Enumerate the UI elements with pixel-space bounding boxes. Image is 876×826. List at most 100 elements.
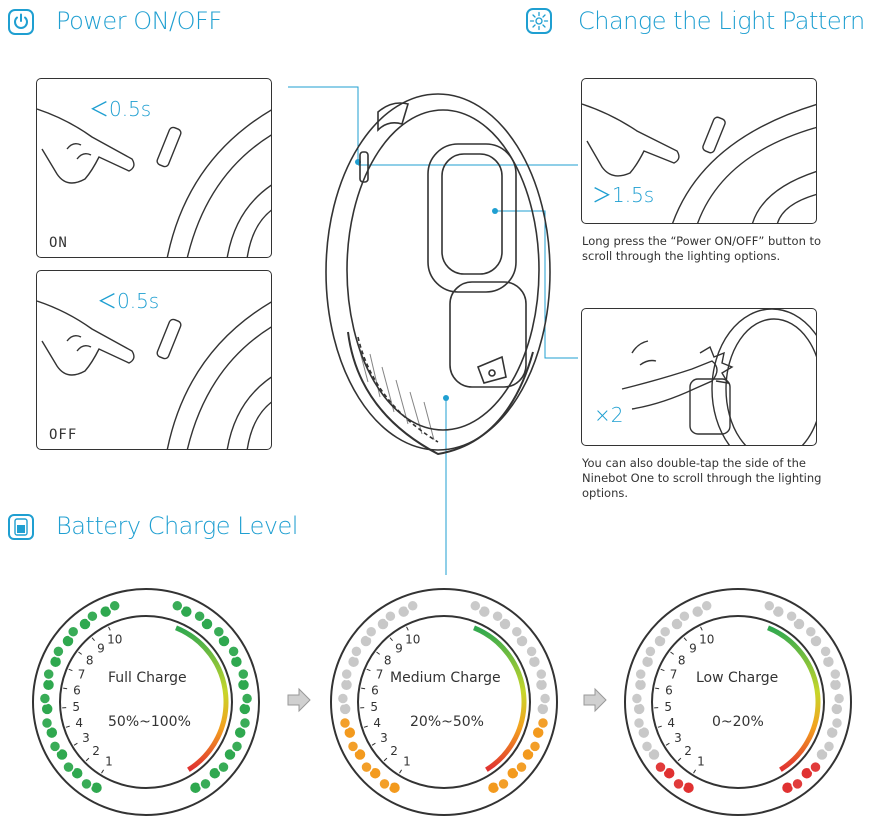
battery-led	[361, 762, 372, 773]
scale-number: 2	[390, 744, 398, 758]
scale-number: 5	[72, 700, 80, 714]
battery-led	[820, 646, 831, 657]
battery-led	[341, 679, 353, 691]
battery-led	[530, 741, 541, 752]
scale-number: 8	[86, 653, 94, 667]
scale-number: 7	[670, 668, 678, 682]
battery-led	[764, 600, 775, 611]
arrow-right-icon	[582, 687, 608, 713]
battery-led	[337, 693, 348, 704]
battery-led	[348, 741, 359, 752]
battery-led	[805, 626, 816, 637]
dial-name: Full Charge	[108, 670, 187, 686]
battery-led	[655, 762, 666, 773]
battery-led	[68, 626, 79, 637]
scale-number: 4	[667, 716, 675, 730]
battery-led	[540, 693, 551, 704]
battery-led	[792, 778, 803, 789]
battery-led	[832, 718, 843, 729]
battery-led	[341, 669, 352, 680]
dial-name: Low Charge	[696, 670, 778, 686]
battery-led	[810, 762, 821, 773]
hand-press-illustration	[37, 79, 272, 258]
battery-led	[63, 762, 74, 773]
battery-led	[498, 778, 509, 789]
press-duration: ＜0.5s	[97, 285, 159, 314]
battery-led	[645, 646, 656, 657]
scale-tick	[63, 688, 67, 689]
battery-led	[109, 600, 120, 611]
double-tap-caption: You can also double-tap the side of the …	[582, 456, 844, 501]
battery-led	[87, 611, 98, 622]
battery-led	[53, 646, 64, 657]
dial-range: 50%~100%	[108, 714, 191, 730]
battery-led	[538, 718, 549, 729]
battery-led	[240, 718, 251, 729]
battery-led	[470, 600, 481, 611]
battery-led	[822, 656, 834, 668]
battery-led	[340, 718, 351, 729]
battery-led	[39, 693, 50, 704]
scale-number: 1	[697, 754, 705, 768]
long-press-caption: Long press the “Power ON/OFF” button to …	[582, 234, 852, 264]
battery-led	[348, 656, 360, 668]
scale-number: 10	[405, 632, 420, 646]
battery-led	[194, 611, 205, 622]
battery-led	[172, 600, 183, 611]
battery-led	[631, 693, 642, 704]
battery-led	[385, 611, 396, 622]
scale-number: 5	[370, 700, 378, 714]
double-tap-panel: ×2	[581, 308, 817, 446]
scale-number: 6	[371, 683, 379, 697]
battery-led	[834, 693, 845, 704]
long-press-panel: ＞1.5s	[581, 78, 817, 224]
battery-led	[50, 741, 61, 752]
dial-name: Medium Charge	[390, 670, 501, 686]
scale-number: 5	[664, 700, 672, 714]
arrow-right-icon	[286, 687, 312, 713]
battery-led	[642, 656, 654, 668]
battery-led	[786, 611, 797, 622]
scale-number: 8	[384, 653, 392, 667]
battery-led	[492, 611, 503, 622]
battery-led	[43, 679, 55, 691]
scale-number: 10	[107, 632, 122, 646]
battery-led	[42, 718, 53, 729]
battery-led	[526, 646, 537, 657]
battery-led	[831, 703, 843, 715]
battery-led	[511, 626, 522, 637]
scale-number: 7	[376, 668, 384, 682]
battery-led	[830, 669, 841, 680]
battery-led	[537, 703, 549, 715]
tap-count: ×2	[594, 403, 623, 427]
scale-number: 9	[395, 641, 403, 655]
battery-led	[642, 741, 653, 752]
battery-led	[351, 646, 362, 657]
battery-led	[230, 656, 242, 668]
scale-number: 9	[97, 641, 105, 655]
scale-number: 3	[674, 731, 682, 745]
off-label: OFF	[49, 427, 77, 443]
scale-number: 2	[92, 744, 100, 758]
battery-led	[635, 679, 647, 691]
press-duration: ＜0.5s	[89, 93, 151, 122]
battery-led	[41, 703, 53, 715]
scale-number: 6	[665, 683, 673, 697]
battery-led	[339, 703, 351, 715]
scale-number: 7	[78, 668, 86, 682]
battery-led	[536, 679, 548, 691]
battery-led	[232, 741, 243, 752]
battery-led	[81, 778, 92, 789]
scale-number: 3	[380, 731, 388, 745]
battery-led	[528, 656, 540, 668]
battery-led	[635, 669, 646, 680]
dial-range: 20%~50%	[410, 714, 484, 730]
battery-led	[366, 626, 377, 637]
battery-led	[407, 600, 418, 611]
power-on-panel: ＜0.5s ON	[36, 78, 272, 258]
battery-led	[228, 646, 239, 657]
unicycle-illustration	[318, 82, 558, 462]
power-off-panel: ＜0.5s OFF	[36, 270, 272, 450]
scale-tick	[361, 688, 365, 689]
